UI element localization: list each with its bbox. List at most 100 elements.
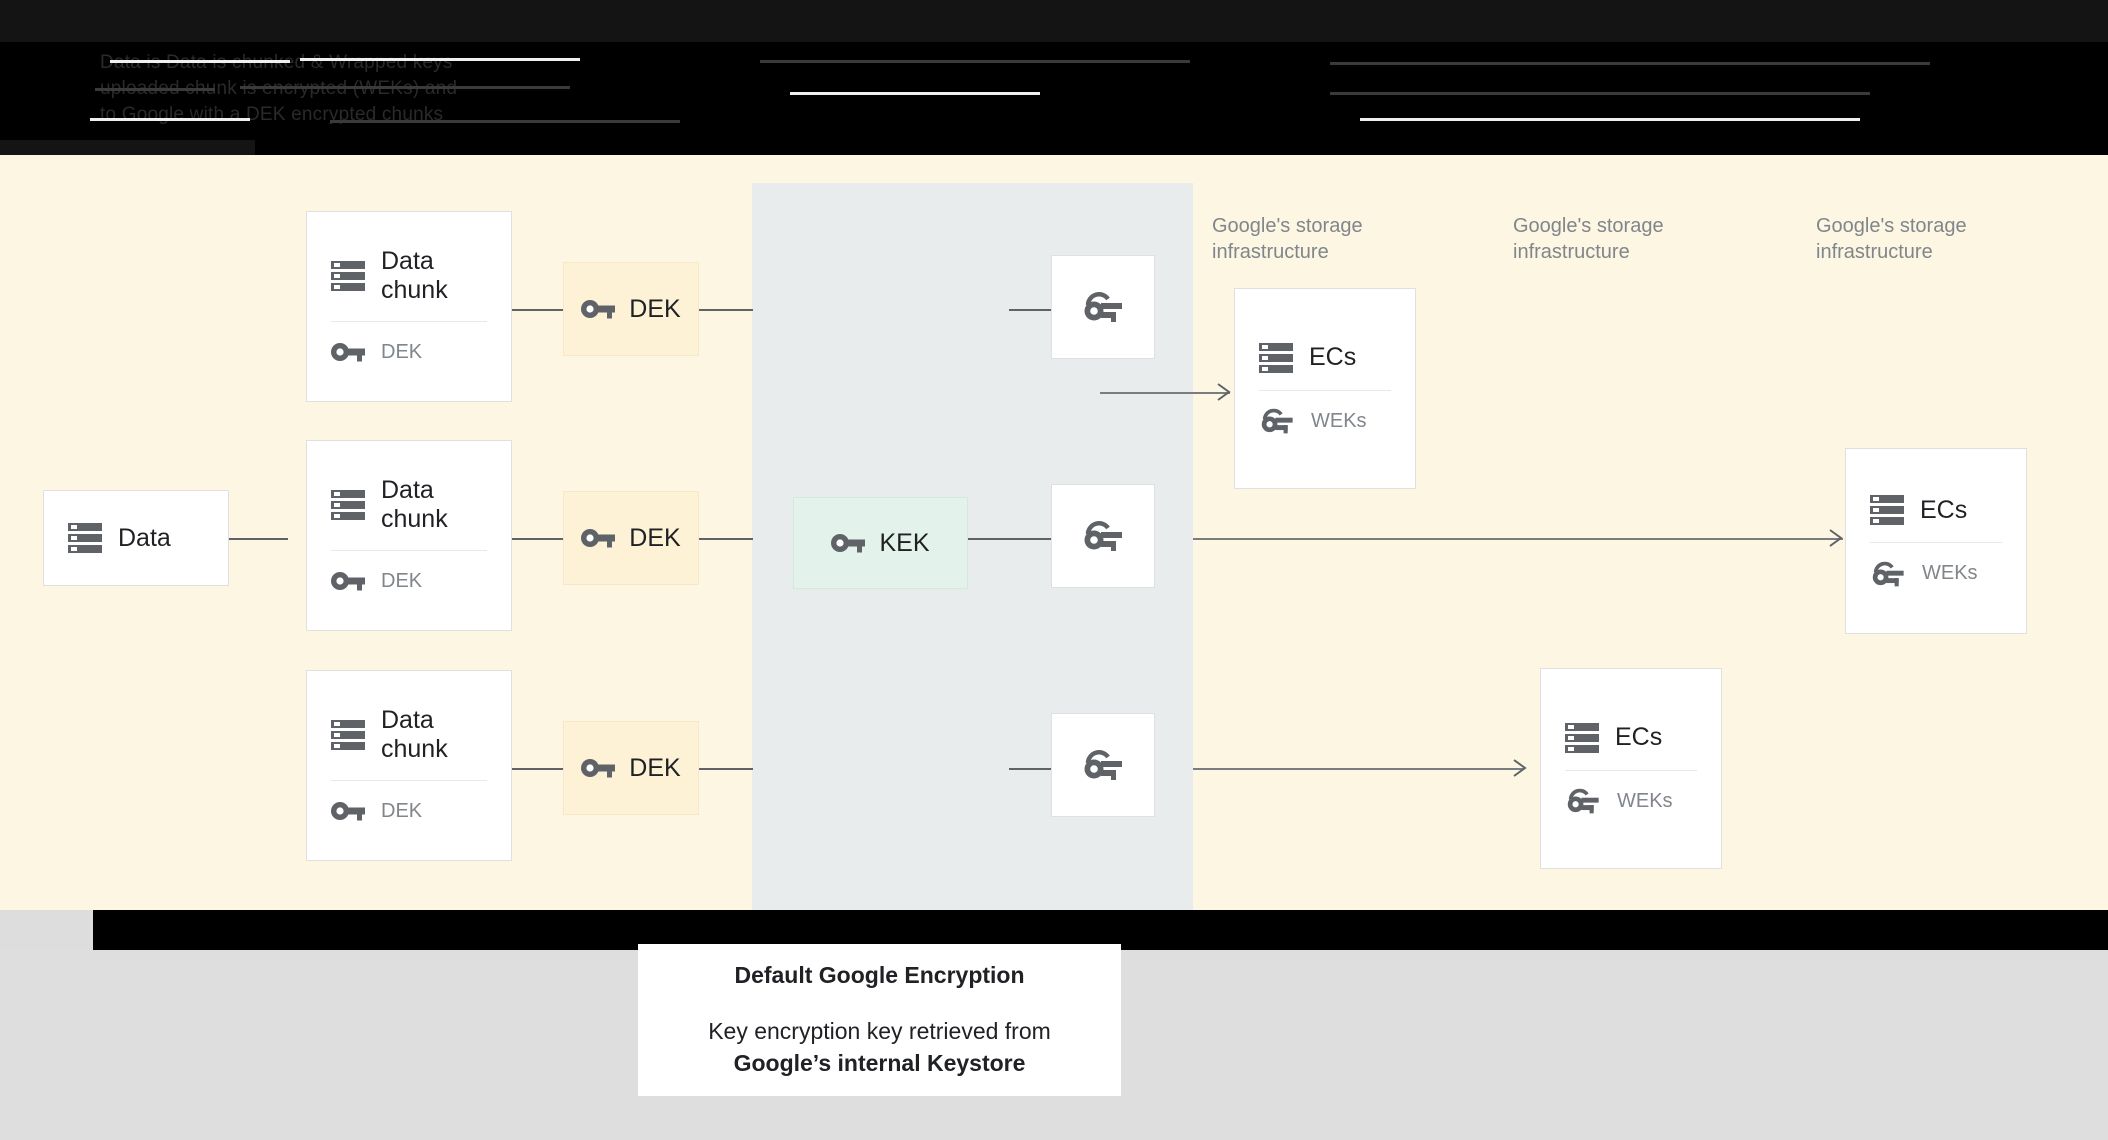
chunk3-divider — [331, 779, 487, 781]
chunk2-title: Data chunk — [381, 475, 448, 533]
connector-data-to-chunks — [228, 538, 288, 540]
legend-line-2: Google’s internal Keystore — [733, 1049, 1026, 1076]
chunk1-key-label: DEK — [381, 340, 423, 363]
legend-title: Default Google Encryption — [734, 961, 1025, 988]
ec1-title: ECs — [1309, 343, 1357, 371]
server-icon — [1870, 495, 1904, 525]
box-wrapped-key-3[interactable] — [1051, 713, 1155, 817]
ec3-title: ECs — [1615, 723, 1663, 751]
server-icon — [331, 260, 365, 291]
card-data-label: Data — [118, 523, 171, 552]
redaction-strike — [1330, 62, 1930, 65]
redaction-strike — [240, 86, 570, 89]
box-dek-3[interactable]: DEK — [563, 721, 699, 815]
connector-chunk2-dek — [511, 538, 563, 540]
redaction-strike — [330, 120, 680, 123]
connector-chunk3-dek — [511, 768, 563, 770]
wrapped-key-icon — [1084, 292, 1122, 322]
header-band: Data is Data is chunked & Wrapped keys u… — [0, 0, 2108, 155]
card-data[interactable]: Data — [43, 490, 229, 586]
connector-arrow-ec1 — [1100, 392, 1230, 394]
wrapped-key-icon — [1261, 408, 1293, 434]
chunk3-title: Data chunk — [381, 705, 448, 763]
chunk3-key-label: DEK — [381, 799, 423, 822]
box-dek-2-label: DEK — [629, 523, 681, 552]
ec3-key-row: WEKs — [1541, 787, 1721, 816]
key-icon — [831, 534, 866, 553]
ec3-key-label: WEKs — [1617, 789, 1673, 812]
ec1-key-label: WEKs — [1311, 409, 1367, 432]
legend-card: Default Google Encryption Key encryption… — [638, 944, 1121, 1096]
server-icon — [331, 719, 365, 750]
ec3-divider — [1565, 769, 1697, 771]
key-icon — [581, 529, 616, 548]
ec2-key-label: WEKs — [1922, 562, 1978, 584]
redaction-strike — [95, 88, 215, 91]
connector-dek2-out — [699, 538, 753, 540]
region-caption-1: Google's storage infrastructure — [1212, 215, 1363, 263]
region-caption-3: Google's storage infrastructure — [1816, 215, 1967, 263]
connector-arrow-ec2 — [1193, 538, 1843, 540]
chunk2-key-label: DEK — [381, 569, 423, 592]
redaction-block — [0, 0, 2108, 42]
card-data-chunk-3[interactable]: Data chunk DEK — [306, 670, 512, 861]
key-icon — [331, 802, 365, 821]
box-wrapped-key-1[interactable] — [1051, 255, 1155, 359]
box-dek-3-label: DEK — [629, 753, 681, 782]
chunk2-key-row: DEK — [307, 567, 511, 596]
chunk1-divider — [331, 320, 487, 322]
chunk3-key-row: DEK — [307, 797, 511, 826]
ec2-divider — [1870, 542, 2002, 543]
redaction-strike — [110, 60, 290, 63]
redaction-block — [0, 140, 255, 155]
ec2-title: ECs — [1920, 495, 1968, 524]
redaction-strike — [1360, 118, 1860, 121]
chunk1-title-row: Data chunk — [307, 247, 511, 305]
connector-chunk1-dek — [511, 309, 563, 311]
card-ec-3[interactable]: ECs WEKs — [1540, 668, 1722, 869]
card-ec-2[interactable]: ECs WEKs — [1845, 448, 2027, 634]
ec1-key-row: WEKs — [1235, 407, 1415, 436]
ec3-title-row: ECs — [1541, 722, 1721, 754]
server-icon — [331, 489, 365, 520]
chunk3-title-row: Data chunk — [307, 706, 511, 764]
chunk2-title-row: Data chunk — [307, 476, 511, 534]
wrapped-key-icon — [1872, 561, 1904, 586]
card-data-chunk-2[interactable]: Data chunk DEK — [306, 440, 512, 631]
arrow-head-ec1 — [1217, 383, 1231, 401]
ec1-title-row: ECs — [1235, 342, 1415, 374]
connector-kek-out — [968, 538, 1018, 540]
legend-body: Key encryption key retrieved from Google… — [708, 1015, 1051, 1079]
server-icon — [1565, 722, 1599, 753]
box-wrapped-key-2[interactable] — [1051, 484, 1155, 588]
ec2-title-row: ECs — [1846, 494, 2026, 526]
wrapped-key-icon — [1084, 750, 1122, 780]
redaction-strike — [90, 118, 250, 121]
card-ec-1[interactable]: ECs WEKs — [1234, 288, 1416, 489]
legend-line-1: Key encryption key retrieved from — [708, 1017, 1051, 1044]
connector-to-wek2 — [1009, 538, 1051, 540]
connector-dek3-out — [699, 768, 753, 770]
key-icon — [331, 343, 365, 362]
box-kek[interactable]: KEK — [793, 497, 968, 589]
key-icon — [331, 572, 365, 591]
server-icon — [1259, 342, 1293, 373]
ec2-key-row: WEKs — [1846, 559, 2026, 588]
box-kek-label: KEK — [879, 528, 930, 557]
card-data-chunk-1[interactable]: Data chunk DEK — [306, 211, 512, 402]
box-dek-1[interactable]: DEK — [563, 262, 699, 356]
chunk1-title: Data chunk — [381, 246, 448, 304]
arrow-head-ec3 — [1513, 759, 1527, 777]
header-line-3: to Google with a DEK encrypted chunks — [100, 104, 444, 125]
box-dek-2[interactable]: DEK — [563, 491, 699, 585]
chunk2-divider — [331, 549, 487, 551]
card-data-row: Data — [44, 522, 228, 554]
key-icon — [581, 759, 616, 778]
redaction-strike — [790, 92, 1040, 95]
wrapped-key-icon — [1567, 788, 1599, 814]
connector-to-wek1 — [1009, 309, 1051, 311]
connector-to-wek3 — [1009, 768, 1051, 770]
ec1-divider — [1259, 389, 1391, 391]
key-icon — [581, 300, 616, 319]
